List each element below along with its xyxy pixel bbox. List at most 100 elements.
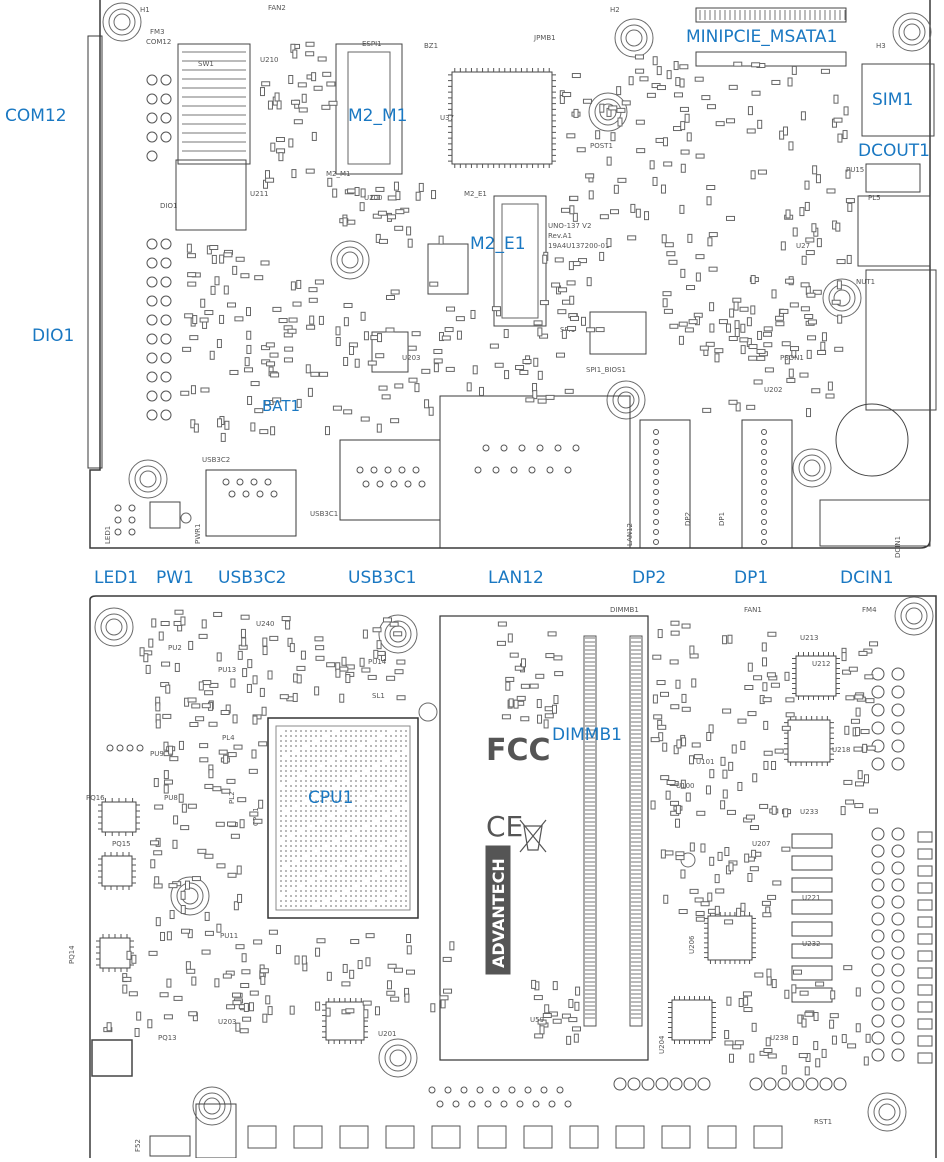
- bga-ball: [305, 790, 307, 792]
- bga-ball: [325, 795, 327, 797]
- bga-ball: [350, 850, 352, 852]
- header-pin: [871, 946, 885, 960]
- label-lan12: LAN12: [488, 568, 544, 588]
- smd-part: [169, 756, 179, 762]
- smd-part: [174, 662, 180, 672]
- smd-part: [226, 302, 236, 308]
- bga-ball: [325, 885, 327, 887]
- label-sim1: SIM1: [872, 90, 914, 110]
- smd-part: [240, 614, 250, 620]
- bga-ball: [325, 830, 327, 832]
- bga-ball: [380, 740, 382, 742]
- bga-ball: [300, 735, 302, 737]
- bga-ball: [380, 755, 382, 757]
- smd-part: [728, 761, 734, 771]
- smd-part: [753, 675, 763, 681]
- fan-pin: [891, 685, 905, 699]
- bga-ball: [380, 780, 382, 782]
- dio1-pin: [160, 276, 172, 288]
- bga-ball: [360, 860, 362, 862]
- bga-ball: [280, 875, 282, 877]
- smd-part: [188, 1011, 198, 1017]
- smd-part: [735, 402, 741, 412]
- smd-part: [143, 653, 149, 663]
- smd-part: [186, 253, 196, 259]
- bga-ball: [360, 790, 362, 792]
- bga-ball: [365, 840, 367, 842]
- bga-ball: [370, 805, 372, 807]
- bga-ball: [405, 770, 407, 772]
- smd-part: [160, 682, 170, 688]
- smd-part: [305, 168, 315, 174]
- smd-part: [373, 649, 379, 659]
- smd-part: [630, 203, 636, 213]
- smd-part: [734, 320, 740, 330]
- smd-part: [187, 272, 197, 278]
- smd-part: [561, 329, 567, 339]
- bga-ball: [305, 850, 307, 852]
- smd-part: [569, 195, 579, 201]
- smd-part: [322, 71, 332, 77]
- smd-part: [201, 703, 211, 709]
- bga-ball: [325, 745, 327, 747]
- smd-part: [378, 385, 388, 391]
- bga-ball: [330, 825, 332, 827]
- bga-ball: [280, 800, 282, 802]
- smd-part: [208, 769, 214, 779]
- bga-ball: [280, 835, 282, 837]
- smd-part: [311, 72, 317, 82]
- smd-part: [639, 76, 649, 82]
- smd-part: [150, 859, 156, 869]
- edge-pin: [500, 1100, 508, 1108]
- bga-ball: [285, 905, 287, 907]
- dp-pin: [761, 429, 767, 435]
- smd-part: [306, 324, 316, 330]
- smd-part: [147, 1019, 153, 1029]
- bga-ball: [320, 850, 322, 852]
- bga-ball: [335, 865, 337, 867]
- usb-pin: [250, 478, 258, 486]
- bga-ball: [330, 775, 332, 777]
- smd-part: [424, 399, 430, 409]
- bga-ball: [400, 830, 402, 832]
- smd-part: [829, 1013, 839, 1019]
- bga-ball: [370, 845, 372, 847]
- smd-part: [762, 682, 768, 692]
- smd-part: [655, 137, 665, 143]
- bga-ball: [380, 785, 382, 787]
- edge-pin: [428, 1086, 436, 1094]
- header-pin: [871, 878, 885, 892]
- bga-ball: [315, 830, 317, 832]
- smd-part: [797, 1014, 803, 1024]
- bga-ball: [325, 825, 327, 827]
- smd-part: [568, 261, 574, 271]
- smd-part: [571, 1026, 581, 1032]
- bga-ball: [315, 790, 317, 792]
- smd-part: [827, 381, 833, 391]
- smd-part: [190, 385, 196, 395]
- smd-part: [714, 874, 720, 884]
- bga-ball: [290, 810, 292, 812]
- silkscreen-text: DP1: [718, 512, 726, 526]
- smd-part: [552, 1018, 562, 1024]
- smd-part: [178, 740, 184, 750]
- smd-part: [535, 673, 545, 679]
- bga-ball: [290, 730, 292, 732]
- bga-ball: [300, 890, 302, 892]
- smd-part: [166, 978, 172, 988]
- bga-ball: [310, 815, 312, 817]
- bga-ball: [320, 810, 322, 812]
- bga-ball: [395, 875, 397, 877]
- bga-ball: [310, 795, 312, 797]
- bga-ball: [295, 810, 297, 812]
- smd-part: [195, 716, 205, 722]
- smd-part: [656, 66, 662, 76]
- mounting-hole-ring: [900, 602, 928, 630]
- header-pad: [917, 950, 933, 962]
- bga-ball: [370, 895, 372, 897]
- bga-ball: [315, 880, 317, 882]
- bga-ball: [355, 805, 357, 807]
- smd-part: [680, 869, 686, 879]
- smd-part: [262, 1013, 268, 1023]
- silkscreen-text: FM3: [150, 28, 165, 36]
